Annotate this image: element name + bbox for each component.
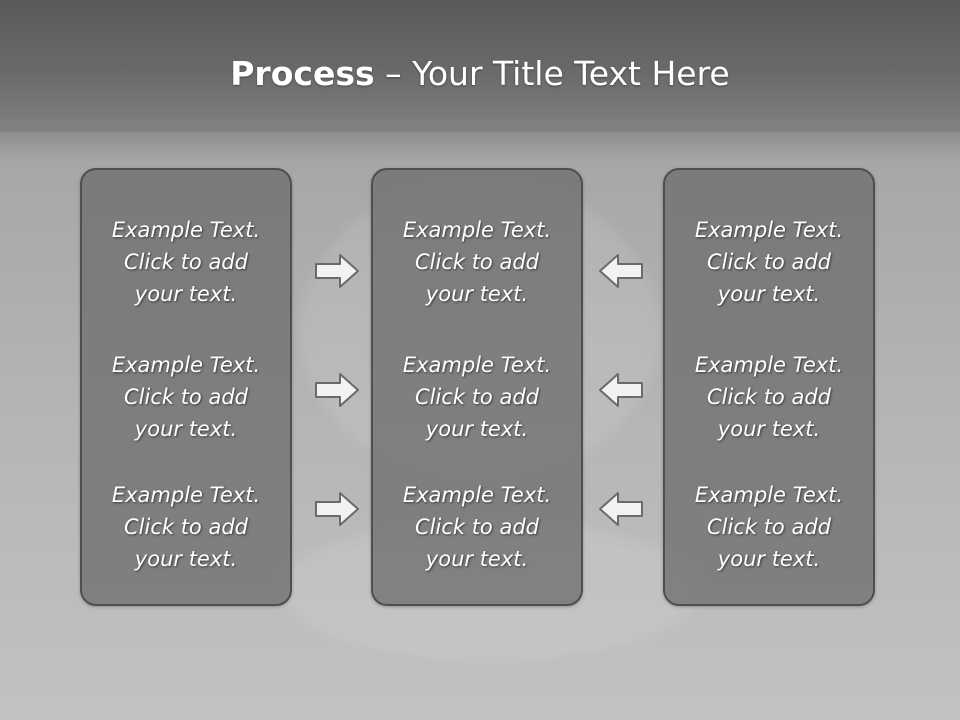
panel-middle[interactable]: Example Text. Click to add your text. Ex…: [371, 168, 583, 606]
left-arrow-icon: [598, 372, 644, 408]
text-placeholder[interactable]: Example Text. Click to add your text.: [111, 483, 261, 571]
right-arrow-icon: [314, 491, 360, 527]
text-placeholder[interactable]: Example Text. Click to add your text.: [694, 218, 844, 306]
title-band: [0, 0, 960, 132]
text-placeholder[interactable]: Example Text. Click to add your text.: [694, 483, 844, 571]
left-arrow-icon: [598, 253, 644, 289]
right-arrow-icon: [314, 372, 360, 408]
left-arrow-icon: [598, 491, 644, 527]
text-placeholder[interactable]: Example Text. Click to add your text.: [111, 353, 261, 441]
text-placeholder[interactable]: Example Text. Click to add your text.: [402, 218, 552, 306]
title-bold-part: Process: [230, 54, 375, 93]
panel-left[interactable]: Example Text. Click to add your text. Ex…: [80, 168, 292, 606]
text-placeholder[interactable]: Example Text. Click to add your text.: [694, 353, 844, 441]
text-placeholder[interactable]: Example Text. Click to add your text.: [111, 218, 261, 306]
text-placeholder[interactable]: Example Text. Click to add your text.: [402, 483, 552, 571]
title-rest-part: – Your Title Text Here: [374, 54, 730, 93]
right-arrow-icon: [314, 253, 360, 289]
title-band-fade: [0, 120, 960, 160]
slide-title[interactable]: Process – Your Title Text Here: [0, 52, 960, 96]
panel-right[interactable]: Example Text. Click to add your text. Ex…: [663, 168, 875, 606]
text-placeholder[interactable]: Example Text. Click to add your text.: [402, 353, 552, 441]
